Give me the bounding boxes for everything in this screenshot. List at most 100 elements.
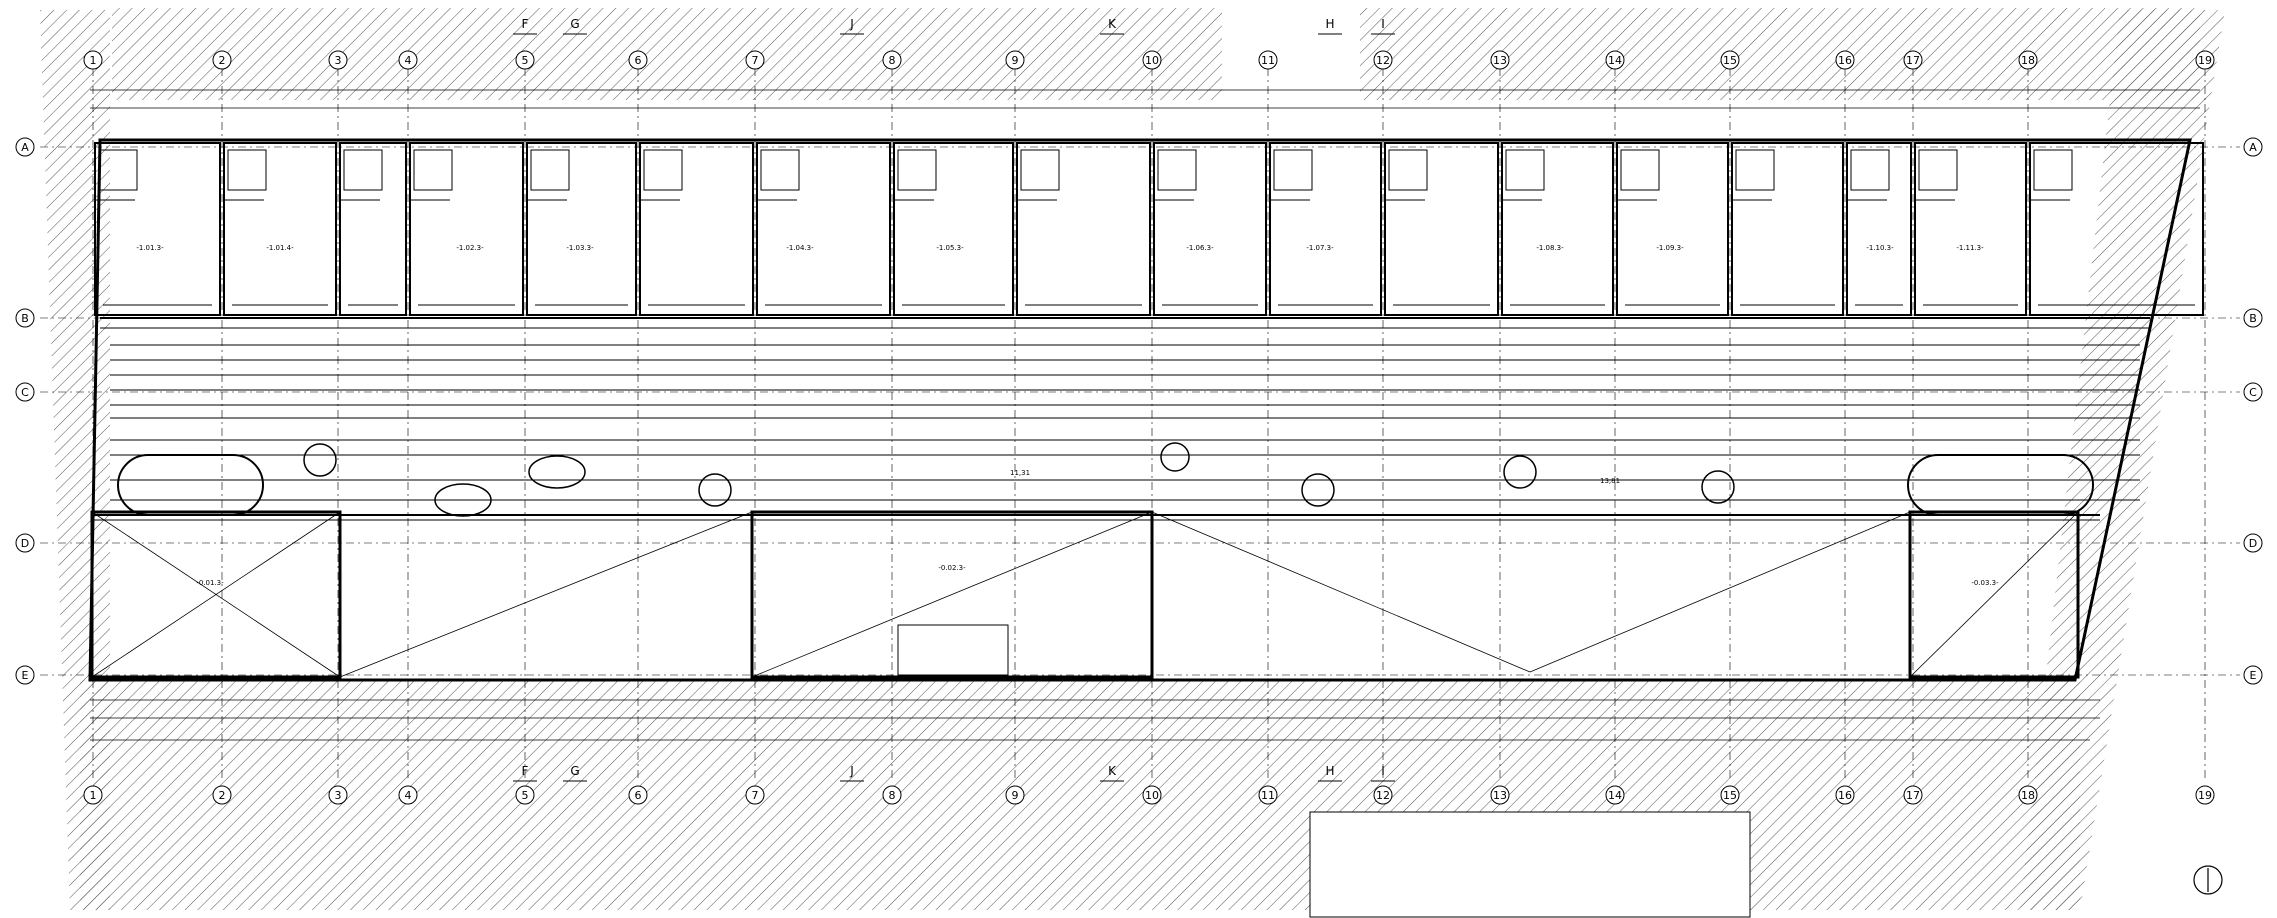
room-label: -1.10.3- bbox=[1866, 244, 1894, 252]
grid-bubble-12-top: 12 bbox=[1373, 50, 1393, 70]
grid-bubble-4-top: 4 bbox=[398, 50, 418, 70]
unit-12 bbox=[1384, 142, 1499, 316]
row-label: C bbox=[21, 386, 29, 399]
grid-bubble-5-bottom: 5 bbox=[515, 785, 535, 805]
room-label: -1.01.4- bbox=[266, 244, 294, 252]
row-bubble-A-right: A bbox=[2243, 137, 2263, 157]
grid-bubble-8-bottom: 8 bbox=[882, 785, 902, 805]
section-mark-F: F bbox=[522, 764, 529, 778]
grid-label: 12 bbox=[1376, 54, 1390, 67]
grid-label: 18 bbox=[2021, 789, 2035, 802]
grid-bubble-17-bottom: 17 bbox=[1903, 785, 1923, 805]
grid-label: 14 bbox=[1608, 789, 1622, 802]
grid-bubble-18-top: 18 bbox=[2018, 50, 2038, 70]
room-label: -1.03.3- bbox=[566, 244, 594, 252]
room-label: -1.09.3- bbox=[1656, 244, 1684, 252]
unit-2 bbox=[223, 142, 337, 316]
grid-bubble-1-bottom: 1 bbox=[83, 785, 103, 805]
grid-bubble-2-top: 2 bbox=[212, 50, 232, 70]
row-bubble-C-left: C bbox=[15, 382, 35, 402]
section-mark-G: G bbox=[570, 17, 579, 31]
grid-label: 12 bbox=[1376, 789, 1390, 802]
section-mark-J: J bbox=[849, 764, 854, 778]
room-labels: -1.01.3--1.01.4--1.02.3--1.03.3--1.04.3-… bbox=[136, 244, 1999, 587]
grid-label: 4 bbox=[405, 54, 412, 67]
unit-4 bbox=[409, 142, 524, 316]
hall-columns bbox=[303, 442, 1735, 517]
grid-bubble-14-top: 14 bbox=[1605, 50, 1625, 70]
hall-column bbox=[303, 443, 337, 477]
unit-13 bbox=[1501, 142, 1614, 316]
grid-bubble-11-top: 11 bbox=[1258, 50, 1278, 70]
unit-18 bbox=[2029, 142, 2204, 316]
row-label: A bbox=[2249, 141, 2257, 154]
hall-column bbox=[434, 483, 492, 517]
row-bubble-B-left: B bbox=[15, 308, 35, 328]
row-bubble-D-left: D bbox=[15, 533, 35, 553]
hall-column bbox=[1160, 442, 1190, 472]
unit-1 bbox=[94, 142, 221, 316]
grid-bubble-13-top: 13 bbox=[1490, 50, 1510, 70]
stair-cores bbox=[117, 454, 2094, 516]
room-label: -1.02.3- bbox=[456, 244, 484, 252]
grid-bubble-7-top: 7 bbox=[745, 50, 765, 70]
grid-bubble-3-bottom: 3 bbox=[328, 785, 348, 805]
section-mark-H: H bbox=[1325, 764, 1334, 778]
row-label: A bbox=[21, 141, 29, 154]
section-mark-K: K bbox=[1108, 17, 1117, 31]
grid-bubble-4-bottom: 4 bbox=[398, 785, 418, 805]
grid-label: 19 bbox=[2198, 789, 2212, 802]
grid-bubble-14-bottom: 14 bbox=[1605, 785, 1625, 805]
grid-bubble-15-top: 15 bbox=[1720, 50, 1740, 70]
room-label: -1.07.3- bbox=[1306, 244, 1334, 252]
grid-label: 9 bbox=[1012, 54, 1019, 67]
row-label: E bbox=[2250, 669, 2257, 682]
grid-label: 11 bbox=[1261, 54, 1275, 67]
grid-bubble-9-bottom: 9 bbox=[1005, 785, 1025, 805]
basement-room-label: -0.01.3- bbox=[196, 579, 224, 587]
grid-bubble-16-bottom: 16 bbox=[1835, 785, 1855, 805]
section-mark-I: I bbox=[1381, 764, 1385, 778]
row-bubble-B-right: B bbox=[2243, 308, 2263, 328]
grid-label: 6 bbox=[635, 54, 642, 67]
grid-bubble-17-top: 17 bbox=[1903, 50, 1923, 70]
grid-label: 10 bbox=[1145, 789, 1159, 802]
grid-label: 16 bbox=[1838, 54, 1852, 67]
grid-label: 4 bbox=[405, 789, 412, 802]
grid-bubble-9-top: 9 bbox=[1005, 50, 1025, 70]
section-mark-K: K bbox=[1108, 764, 1117, 778]
grid-label: 19 bbox=[2198, 54, 2212, 67]
room-label: -1.11.3- bbox=[1956, 244, 1984, 252]
grid-label: 1 bbox=[90, 789, 97, 802]
grid-label: 3 bbox=[335, 54, 342, 67]
grid-bubble-11-bottom: 11 bbox=[1258, 785, 1278, 805]
row-bubble-A-left: A bbox=[15, 137, 35, 157]
grid-bubble-2-bottom: 2 bbox=[212, 785, 232, 805]
row-label: B bbox=[2249, 312, 2257, 325]
grid-label: 5 bbox=[522, 789, 529, 802]
section-mark-G: G bbox=[570, 764, 579, 778]
unit-6 bbox=[639, 142, 754, 316]
hall-column bbox=[1503, 455, 1537, 489]
unit-7 bbox=[756, 142, 891, 316]
unit-9 bbox=[1016, 142, 1151, 316]
dimension-top-total: 13,81 bbox=[1600, 477, 1620, 485]
unit-5 bbox=[526, 142, 637, 316]
grid-label: 7 bbox=[752, 54, 759, 67]
row-bubble-E-left: E bbox=[15, 665, 35, 685]
lower-rooms bbox=[90, 510, 2080, 679]
room-label: -1.04.3- bbox=[786, 244, 814, 252]
hall-column bbox=[1701, 470, 1735, 504]
grid-label: 6 bbox=[635, 789, 642, 802]
dimension-bottom-total: 11,31 bbox=[1010, 469, 1030, 477]
hall-column bbox=[1301, 473, 1335, 507]
grid-bubble-18-bottom: 18 bbox=[2018, 785, 2038, 805]
grid-column-bubbles: 1122334455667788991010111112121313141415… bbox=[83, 50, 2215, 805]
grid-bubble-6-bottom: 6 bbox=[628, 785, 648, 805]
unit-16 bbox=[1846, 142, 1912, 316]
grid-label: 2 bbox=[219, 54, 226, 67]
grid-label: 16 bbox=[1838, 789, 1852, 802]
upper-units bbox=[94, 142, 2204, 316]
